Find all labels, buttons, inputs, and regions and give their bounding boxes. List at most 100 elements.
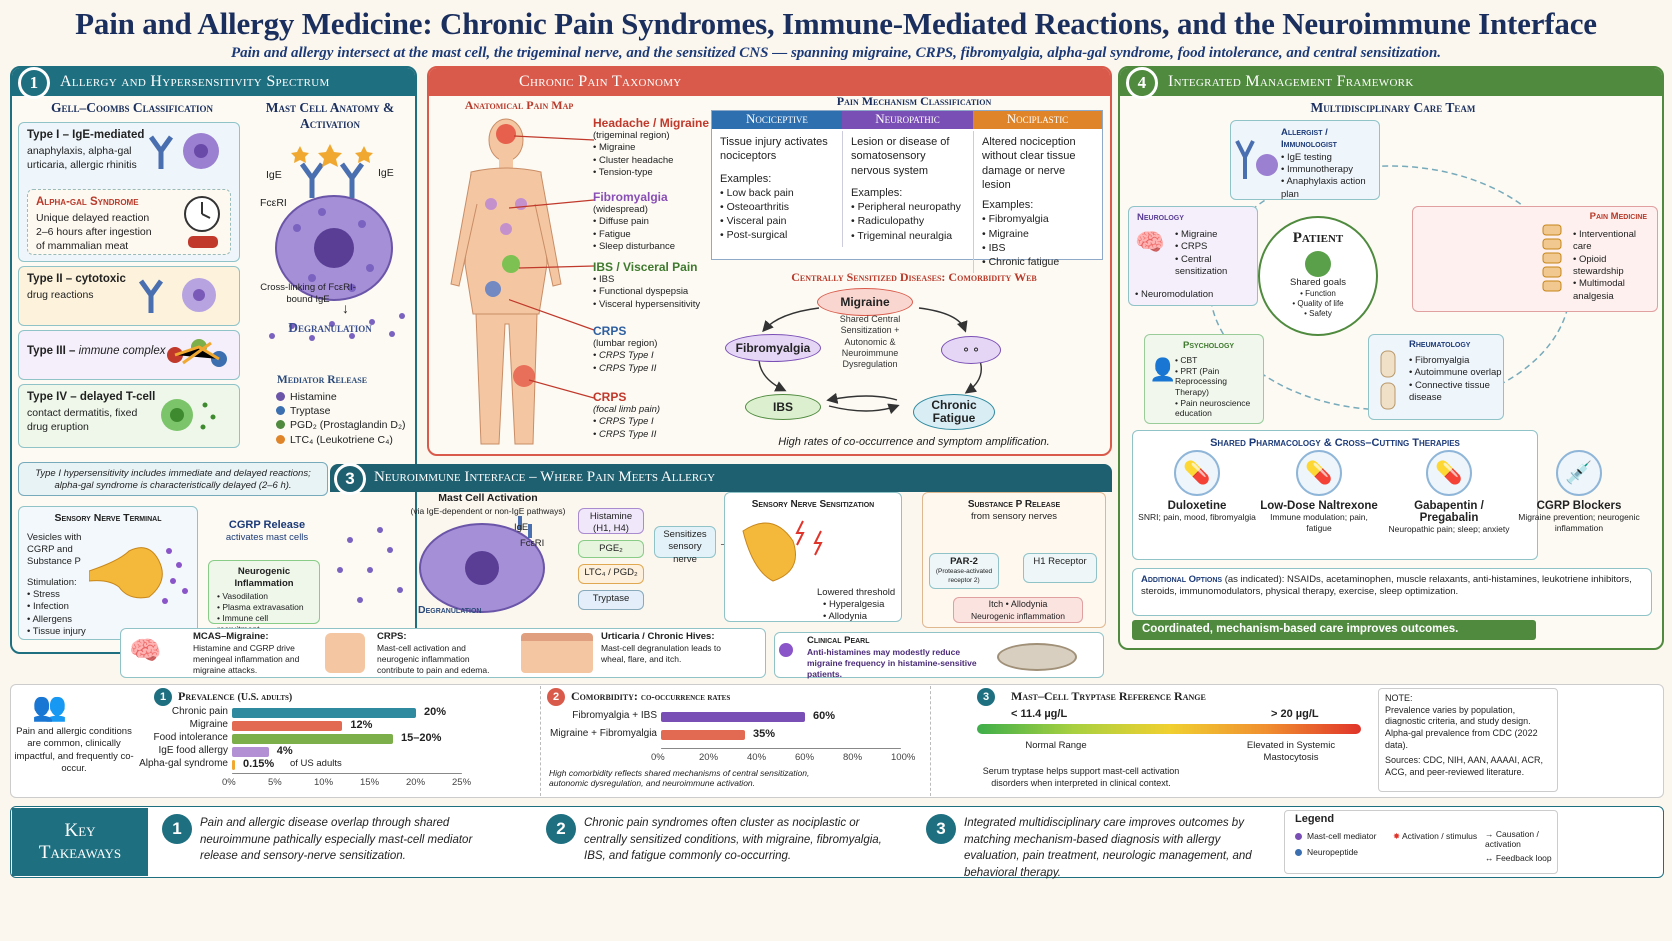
header: Pain and Allergy Medicine: Chronic Pain … <box>0 0 1672 62</box>
mediator-pgd2: PGD₂ (Prostaglandin D₂) <box>290 419 406 432</box>
mech-head-nociceptive: Nociceptive <box>712 111 842 129</box>
burst-icon: ✸ <box>1393 831 1403 841</box>
bar-mark <box>232 747 269 757</box>
bar-mark <box>661 730 745 740</box>
mediator-tryptase: Tryptase <box>290 405 331 418</box>
alpha-gal-desc: Unique delayed reaction 2–6 hours after … <box>36 211 152 252</box>
people-icon: 👥 <box>32 691 67 722</box>
bar-mark <box>232 708 416 718</box>
bar-value: 4% <box>276 745 293 757</box>
takeaways-row <box>10 806 1664 878</box>
type1-title: Type I – IgE-mediated <box>27 129 145 141</box>
x-tick-label: 80% <box>843 752 863 763</box>
ige-label-3: IgE <box>514 522 529 533</box>
web-caption: High rates of co-occurrence and symptom … <box>778 436 1050 448</box>
legend-feedback: ↔ Feedback loop <box>1485 853 1552 863</box>
region-headache: Headache / Migraine (trigeminal region) … <box>593 116 723 179</box>
type1-box: Type I – IgE-mediated anaphylaxis, alpha… <box>18 122 240 262</box>
role-psychology: Psychology 👤 CBTPRT (Pain Reprocessing T… <box>1144 334 1264 424</box>
bar-label: Chronic pain <box>171 706 228 717</box>
bar-value: 60% <box>813 710 836 722</box>
takeaway-number-3: 3 <box>926 814 956 844</box>
type4-title: Type IV – delayed T-cell <box>27 391 156 403</box>
region-ibs: IBS / Visceral Pain IBSFunctional dyspep… <box>593 260 733 311</box>
syringe-icon: 💉 <box>1556 450 1602 496</box>
activated-mast-cell-illustration <box>337 516 545 613</box>
mcas-migraine: MCAS–Migraine:Histamine and CGRP drive m… <box>193 631 300 676</box>
tryp-title: Mast–Cell Tryptase Reference Range <box>1011 689 1206 703</box>
panel-title: Integrated Management Framework <box>1168 73 1414 90</box>
patient-icon <box>1305 251 1331 277</box>
node-migraine: Migraine <box>817 288 913 316</box>
t-cell-icon <box>161 399 216 431</box>
alpha-gal-box: Alpha-gal Syndrome Unique delayed reacti… <box>27 189 231 255</box>
pill-icon: 💊 <box>1296 450 1342 496</box>
people-text: Pain and allergic conditions are common,… <box>14 726 134 775</box>
bar-value: 0.15% <box>243 758 275 770</box>
nerve-sensitization-box: Sensory Nerve Sensitization Lowered thre… <box>724 492 902 622</box>
bar-mark <box>232 734 393 744</box>
comor-caption: High comorbidity reflects shared mechani… <box>549 768 810 788</box>
mediator-ltc4-box: LTC₄ / PGD₂ <box>578 564 644 584</box>
tryptase-panel: 3 Mast–Cell Tryptase Reference Range < 1… <box>930 686 1370 796</box>
role-allergist: Allergist / ImmunologistIgE testingImmun… <box>1230 120 1380 200</box>
panel-pain-header: Chronic Pain Taxonomy <box>429 68 1110 96</box>
panel-number: 4 <box>1126 67 1158 99</box>
bar-label: Food intolerance <box>153 732 229 743</box>
mediator-tryptase-box: Tryptase <box>578 590 644 610</box>
oyster-icon <box>997 643 1077 671</box>
x-axis-line <box>232 773 462 774</box>
x-tick-label: 5% <box>268 777 282 788</box>
bar-label: Fibromyalgia + IBS <box>572 710 657 721</box>
takeaway-1: Pain and allergic disease overlap throug… <box>200 817 473 863</box>
bar-mark <box>661 712 805 722</box>
region-fibromyalgia: Fibromyalgia (widespread) Diffuse painFa… <box>593 190 723 253</box>
mech-head-nociplastic: Nociplastic <box>973 111 1102 129</box>
x-tick-label: 100% <box>891 752 916 763</box>
care-team-title: Multidisciplinary Care Team <box>1310 100 1476 115</box>
sensory-terminal-box: Sensory Nerve Terminal Vesicles with CGR… <box>18 506 198 640</box>
bar-value: 15–20% <box>401 732 442 744</box>
panel-pain-taxonomy: Chronic Pain Taxonomy Anatomical Pain Ma… <box>427 66 1112 456</box>
tryp-elevated: Elevated in Systemic Mastocytosis <box>1246 740 1336 764</box>
mediator-title: Mediator Release <box>276 374 368 386</box>
par2-receptor: PAR-2(Protease-activated receptor 2) <box>929 553 999 589</box>
takeaway-number-1: 1 <box>162 814 192 844</box>
ige-label-2: IgE <box>378 167 394 179</box>
mediator-ltc4: LTC₄ (Leukotriene C₄) <box>290 433 393 446</box>
bar-value: 20% <box>424 706 447 718</box>
h1-receptor: H1 Receptor <box>1023 553 1097 583</box>
x-tick-label: 25% <box>452 777 472 788</box>
sources-text: Sources: CDC, NIH, AAN, AAAAI, ACR, ACG,… <box>1385 755 1544 778</box>
role-pain-medicine: Pain Medicine Interventional careOpioid … <box>1412 206 1658 312</box>
node-ibs: IBS <box>745 394 821 420</box>
bar-mark <box>232 760 235 770</box>
mech-col-nociplastic: Altered nociception without clear tissue… <box>973 131 1102 274</box>
patient-circle: Patient Shared goals FunctionQuality of … <box>1258 216 1378 336</box>
bar-label: Migraine <box>189 719 228 730</box>
type3-title: Type III – <box>27 345 79 357</box>
mediator-histamine: Histamine <box>290 391 337 403</box>
sensitized-nerve-icon <box>742 520 823 582</box>
stim-title: Stimulation: <box>27 576 77 588</box>
tryptase-gradient-bar <box>977 724 1361 734</box>
bar-value: 35% <box>753 728 776 740</box>
chart-number: 2 <box>547 688 565 706</box>
immune-complex-icon <box>167 339 227 367</box>
limb-icon <box>325 633 365 673</box>
type3-box: Type III – immune complex <box>18 330 240 380</box>
arrow-down-icon: ↓ <box>342 300 349 316</box>
panel-title: Chronic Pain Taxonomy <box>519 73 682 90</box>
mast-cell-title: Mast Cell Anatomy & Activation <box>265 100 395 131</box>
x-tick-label: 20% <box>406 777 426 788</box>
type1-desc: anaphylaxis, alpha-gal urticaria, allerg… <box>27 144 137 171</box>
substance-p-box: Substance P Release from sensory nerves … <box>922 492 1106 628</box>
page-title: Pain and Allergy Medicine: Chronic Pain … <box>75 6 1597 41</box>
mc-activation-label: Mast Cell Activation(via IgE-dependent o… <box>410 492 566 516</box>
